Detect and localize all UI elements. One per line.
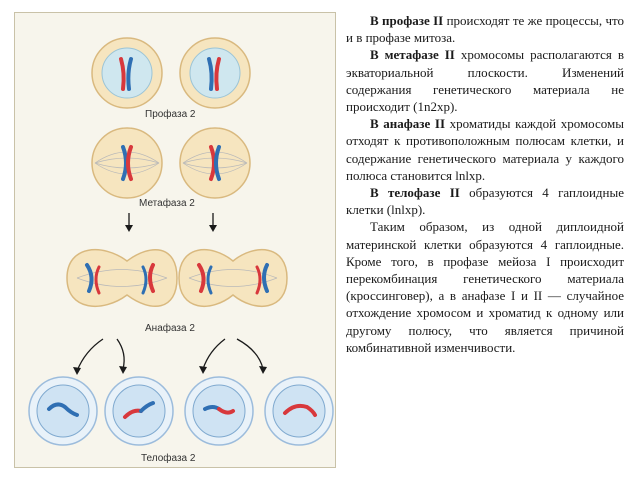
telophase-cell-2 — [104, 376, 174, 446]
text-anaphase: хроматиды каждой хромосомы отходят к про… — [346, 116, 624, 183]
anaphase-cell-left — [66, 248, 178, 308]
telophase-cell-3 — [184, 376, 254, 446]
term-prophase: В профазе II — [370, 13, 444, 28]
term-anaphase: В анафазе II — [370, 116, 446, 132]
telophase-cell-1 — [28, 376, 98, 446]
meiosis-figure: Профаза 2 Метафаза 2 — [14, 12, 336, 468]
term-metaphase: В метафазе II — [370, 47, 455, 63]
paragraph-anaphase: В анафазе II хроматиды каждой хромосомы … — [346, 115, 624, 184]
telophase-cell-4 — [264, 376, 334, 446]
text-metaphase: хромосомы располагаются в экваториальной… — [346, 47, 624, 115]
paragraph-telophase: В телофазе II образуются 4 гаплоидные кл… — [346, 184, 624, 218]
paragraph-conclusion: Таким образом, из одной диплоидной матер… — [346, 219, 624, 355]
text-telophase: образуются 4 гаплоидные клетки (lnlхр). — [346, 185, 624, 218]
text-panel: В профазе II происходят те же процессы, … — [346, 12, 624, 472]
metaphase-cell-right — [179, 127, 251, 199]
metaphase-cell-left — [91, 127, 163, 199]
anaphase-label: Анафаза 2 — [145, 322, 195, 334]
prophase-cell-right — [179, 37, 251, 109]
metaphase-label: Метафаза 2 — [139, 197, 195, 209]
term-telophase: В телофазе II — [370, 185, 460, 201]
arrow-down-icon — [125, 213, 133, 232]
text-prophase: происходят те же процессы, что и в профа… — [346, 13, 625, 46]
prophase-cell-left — [91, 37, 163, 109]
meiosis-diagram: Профаза 2 Метафаза 2 — [28, 37, 334, 464]
prophase-label: Профаза 2 — [145, 108, 196, 120]
paragraph-metaphase: В метафазе II хромосомы располагаются в … — [346, 46, 624, 115]
arrow-down-icon — [209, 213, 217, 232]
telophase-label: Телофаза 2 — [141, 452, 196, 464]
anaphase-cell-right — [178, 248, 288, 308]
curved-arrow-icon — [76, 338, 264, 372]
paragraph-prophase: В профазе II происходят те же процессы, … — [346, 12, 624, 46]
